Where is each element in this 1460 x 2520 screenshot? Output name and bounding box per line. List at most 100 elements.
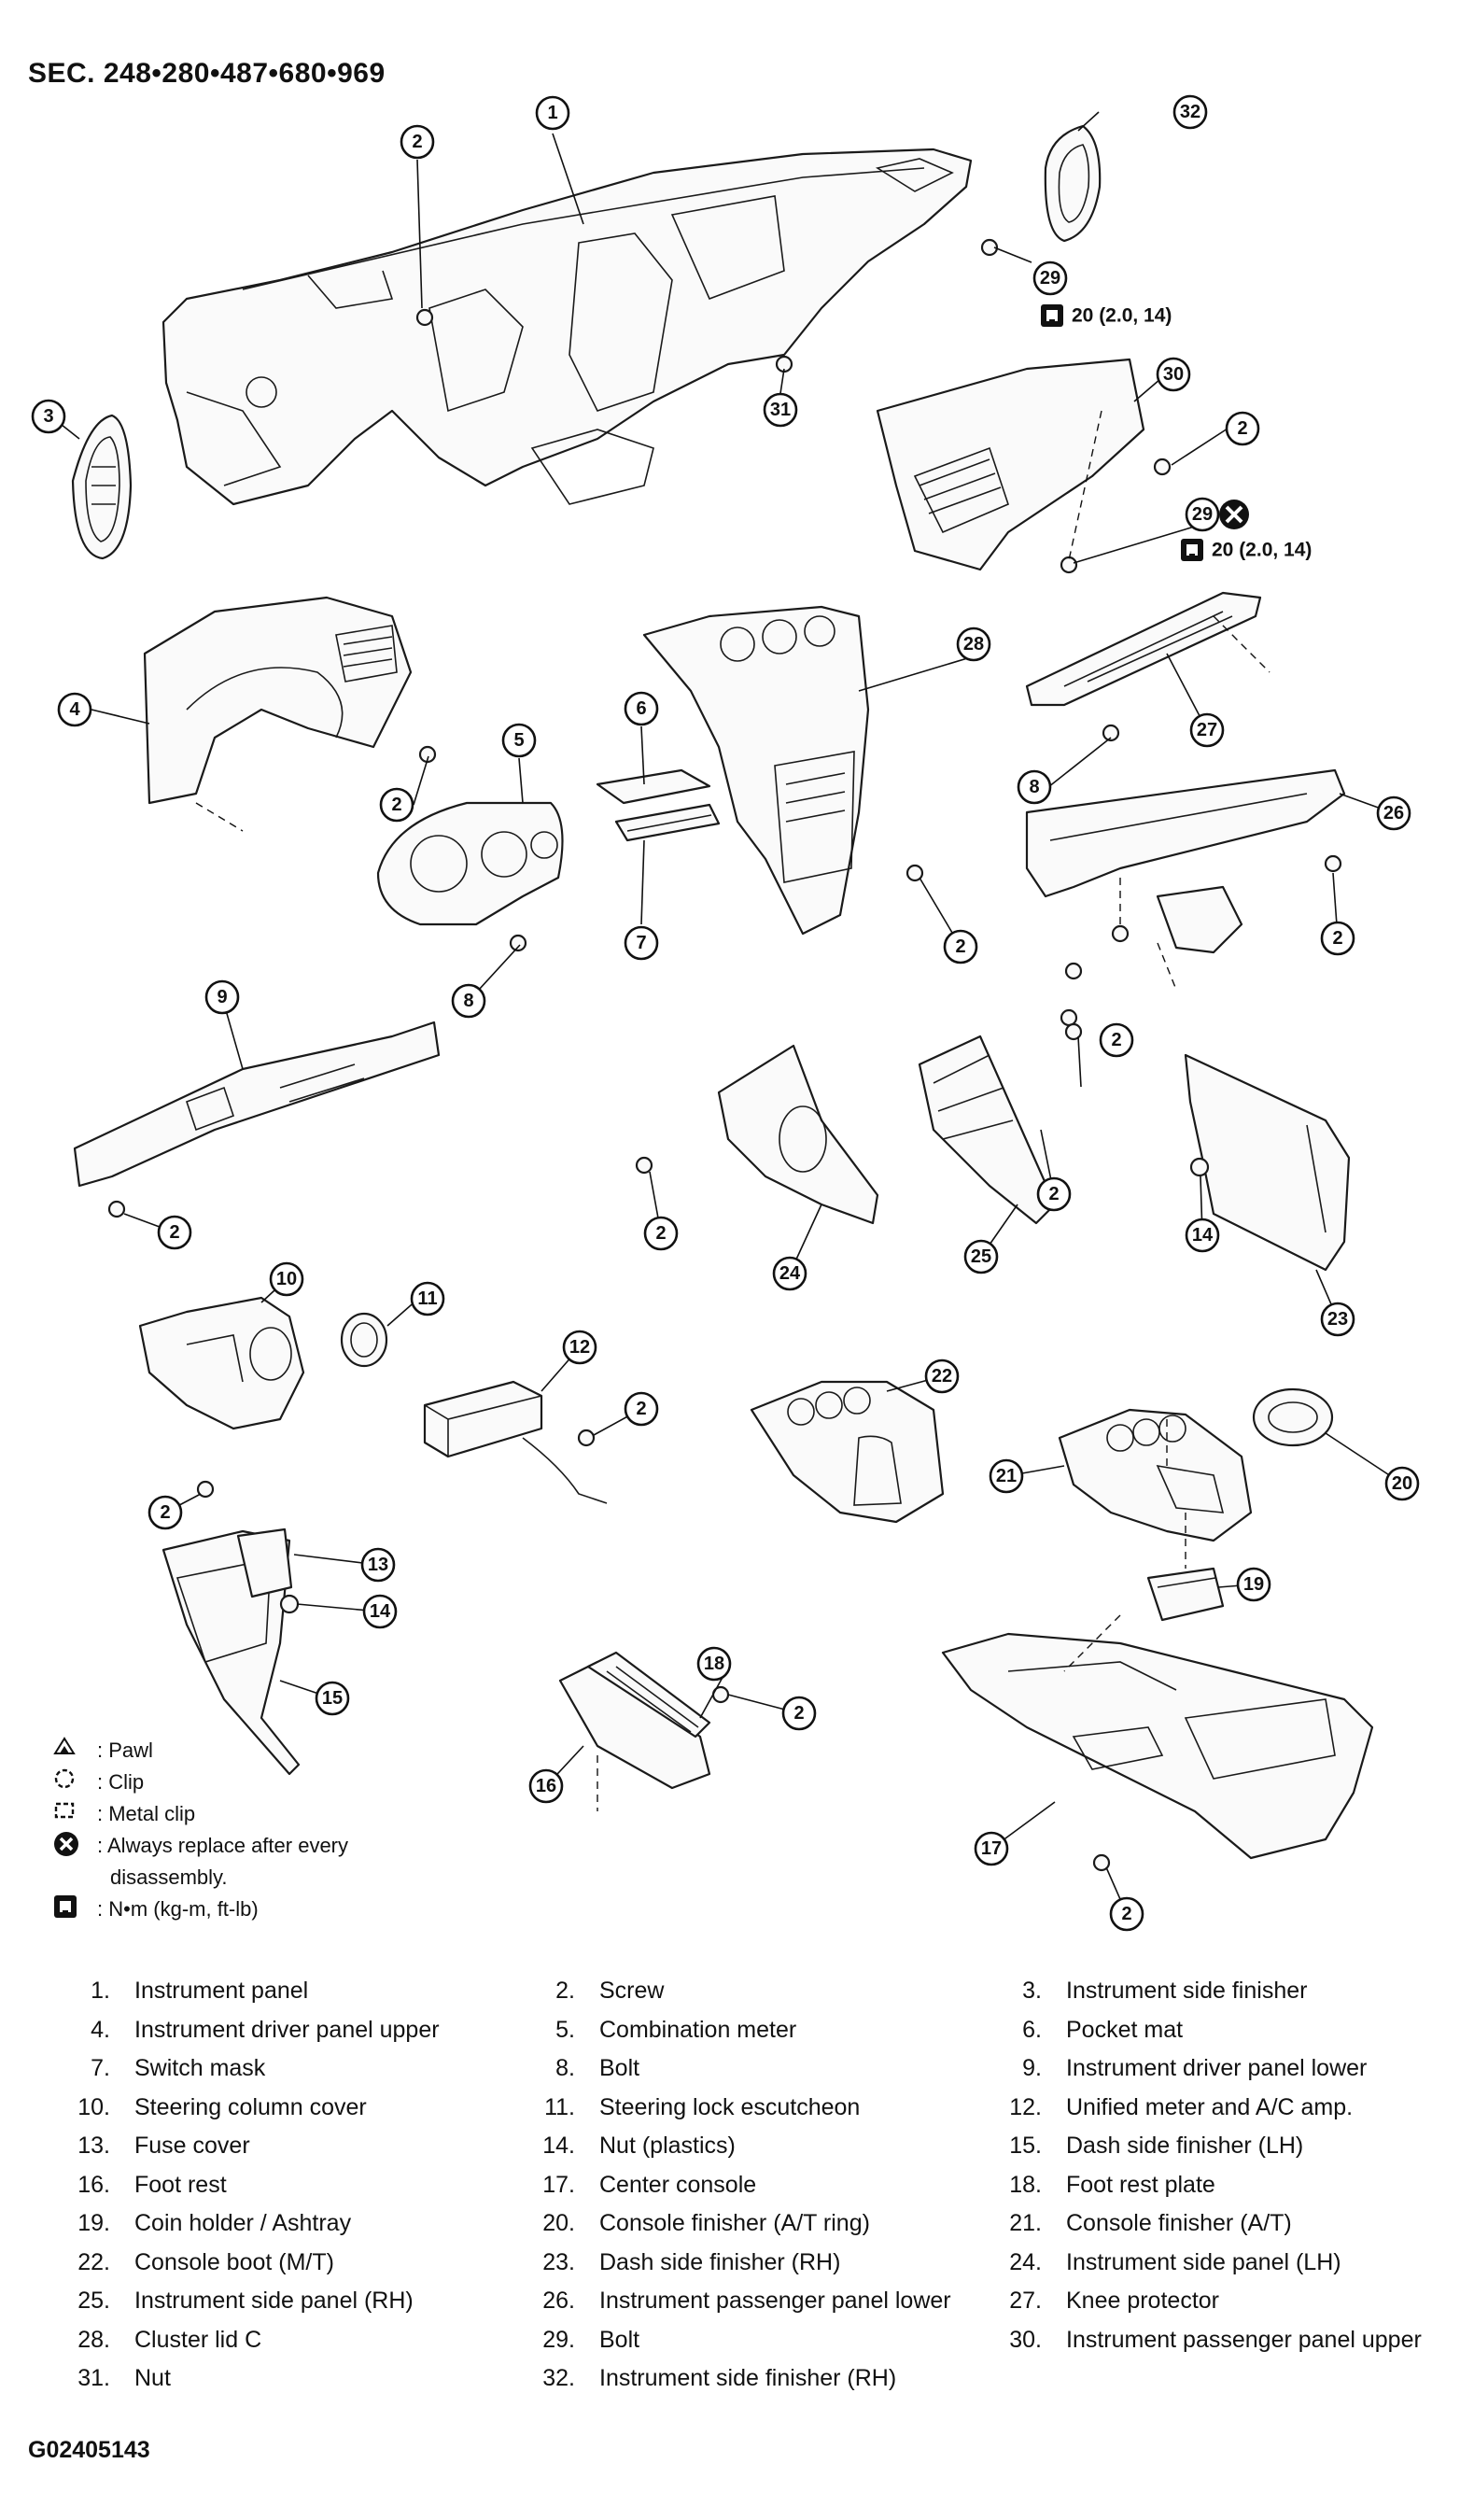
parts-list-item: 14.Nut (plastics) <box>517 2133 736 2160</box>
svg-text:16: 16 <box>536 1776 556 1796</box>
part-name: Steering column cover <box>134 2093 367 2120</box>
switch-mask <box>614 803 721 842</box>
svg-text:2: 2 <box>655 1223 666 1244</box>
torque-spec-lower: 20 (2.0, 14) <box>1181 539 1312 561</box>
svg-text:6: 6 <box>636 698 646 719</box>
callout-2e: 2 <box>943 929 978 964</box>
parts-list-item: 12. Unified meter and A/C amp. <box>984 2094 1353 2121</box>
part-number: 4. <box>91 2016 110 2043</box>
part-name: Unified meter and A/C amp. <box>1066 2093 1354 2120</box>
svg-text:23: 23 <box>1327 1309 1348 1330</box>
callout-29b: 29 <box>1185 497 1220 532</box>
callout-6: 6 <box>624 691 659 726</box>
callout-25: 25 <box>963 1239 999 1274</box>
callout-2h: 2 <box>147 1495 183 1530</box>
part-number: 26. <box>542 2288 575 2314</box>
svg-text:22: 22 <box>932 1366 952 1387</box>
svg-text:2: 2 <box>1121 1904 1131 1924</box>
part-number: 12. <box>1009 2093 1042 2120</box>
svg-text:7: 7 <box>636 933 646 953</box>
part-number: 16. <box>77 2171 110 2198</box>
svg-text:2: 2 <box>169 1222 179 1243</box>
svg-text:17: 17 <box>981 1838 1002 1859</box>
callout-21: 21 <box>989 1458 1024 1494</box>
always-replace-icon <box>52 1830 97 1858</box>
svg-text:2: 2 <box>636 1399 646 1419</box>
part-number: 18. <box>1009 2171 1042 2198</box>
dash-side-finisher-rh <box>1184 1053 1351 1272</box>
callout-2c: 2 <box>379 787 414 823</box>
svg-text:8: 8 <box>1029 777 1039 797</box>
callout-13: 13 <box>360 1547 396 1583</box>
part-name: Screw <box>599 1978 665 2004</box>
svg-text:14: 14 <box>1192 1225 1214 1246</box>
parts-list-item: 4.Instrument driver panel upper <box>52 2016 439 2044</box>
part-number: 9. <box>1022 2055 1042 2081</box>
parts-list-item: 31.Nut <box>52 2365 171 2392</box>
part-number: 1. <box>91 1978 110 2004</box>
callout-16: 16 <box>528 1768 564 1804</box>
svg-text:20: 20 <box>1392 1473 1412 1494</box>
part-name: Instrument passenger panel upper <box>1066 2326 1422 2353</box>
svg-text:8: 8 <box>463 991 473 1011</box>
callout-4: 4 <box>57 692 92 727</box>
part-number: 10. <box>77 2093 110 2120</box>
part-name: Switch mask <box>134 2055 266 2081</box>
part-name: Console boot (M/T) <box>134 2248 334 2275</box>
parts-list-item: 24.Instrument side panel (LH) <box>984 2249 1341 2276</box>
console-finisher-at-ring <box>1252 1387 1334 1447</box>
instrument-side-finisher-rh <box>1044 124 1102 243</box>
parts-list-item: 1.Instrument panel <box>52 1978 308 2005</box>
instrument-passenger-panel-upper <box>876 358 1145 571</box>
svg-text:4: 4 <box>69 699 80 720</box>
instrument-driver-panel-lower <box>73 1021 441 1188</box>
torque-spec-upper: 20 (2.0, 14) <box>1041 304 1172 327</box>
nut-icon <box>279 355 1210 1614</box>
callout-2i: 2 <box>643 1216 679 1251</box>
part-number: 6. <box>1022 2016 1042 2043</box>
part-number: 21. <box>1009 2210 1042 2236</box>
svg-text:10: 10 <box>276 1269 297 1289</box>
callout-28: 28 <box>956 626 991 662</box>
part-number: 22. <box>77 2248 110 2275</box>
always-replace-icon <box>1219 500 1249 529</box>
svg-text:25: 25 <box>971 1246 991 1267</box>
parts-list-item: 5. Combination meter <box>517 2017 796 2044</box>
parts-list-item: 11.Steering lock escutcheon <box>517 2094 860 2121</box>
legend-torque: : N•m (kg-m, ft-lb) <box>52 1894 348 1925</box>
symbol-legend: : Pawl : Clip : Metal clip : Always repl… <box>52 1735 348 1925</box>
torque-wrench-icon <box>52 1894 97 1922</box>
svg-text:15: 15 <box>322 1688 343 1709</box>
callout-2l: 2 <box>781 1696 817 1731</box>
part-number: 5. <box>555 2016 575 2043</box>
console-finisher-at <box>1058 1408 1253 1542</box>
callout-1: 1 <box>535 95 570 131</box>
part-number: 20. <box>542 2210 575 2236</box>
exploded-view-diagram: 1 2 3 32 29 31 30 2 29 4 2 5 6 7 28 27 8… <box>31 94 1420 1932</box>
parts-list-item: 30.Instrument passenger panel upper <box>984 2327 1422 2354</box>
parts-list-item: 26.Instrument passenger panel lower <box>517 2288 950 2315</box>
parts-list-item: 18.Foot rest plate <box>984 2172 1215 2199</box>
steering-column-cover <box>138 1296 305 1430</box>
svg-text:20 (2.0, 14): 20 (2.0, 14) <box>1212 540 1312 561</box>
svg-text:9: 9 <box>217 987 227 1007</box>
screw-icon <box>107 308 1342 1872</box>
part-number: 17. <box>542 2171 575 2198</box>
legend-metal-clip: : Metal clip <box>52 1798 348 1830</box>
svg-text:1: 1 <box>547 103 557 123</box>
svg-text:26: 26 <box>1383 803 1404 824</box>
parts-list-item: 25.Instrument side panel (RH) <box>52 2288 414 2315</box>
legend-clip: : Clip <box>52 1767 348 1798</box>
metal-clip-icon <box>52 1798 97 1826</box>
coin-holder-ashtray <box>1146 1567 1225 1622</box>
part-number: 3. <box>1022 1978 1042 2004</box>
parts-list-item: 23.Dash side finisher (RH) <box>517 2249 840 2276</box>
callout-19: 19 <box>1236 1567 1271 1602</box>
callout-26: 26 <box>1376 795 1411 831</box>
parts-list-item: 13.Fuse cover <box>52 2133 249 2160</box>
part-name: Combination meter <box>599 2016 797 2043</box>
callout-15: 15 <box>315 1681 350 1716</box>
part-number: 7. <box>91 2055 110 2081</box>
part-name: Instrument driver panel lower <box>1066 2055 1368 2081</box>
part-number: 27. <box>1009 2288 1042 2314</box>
